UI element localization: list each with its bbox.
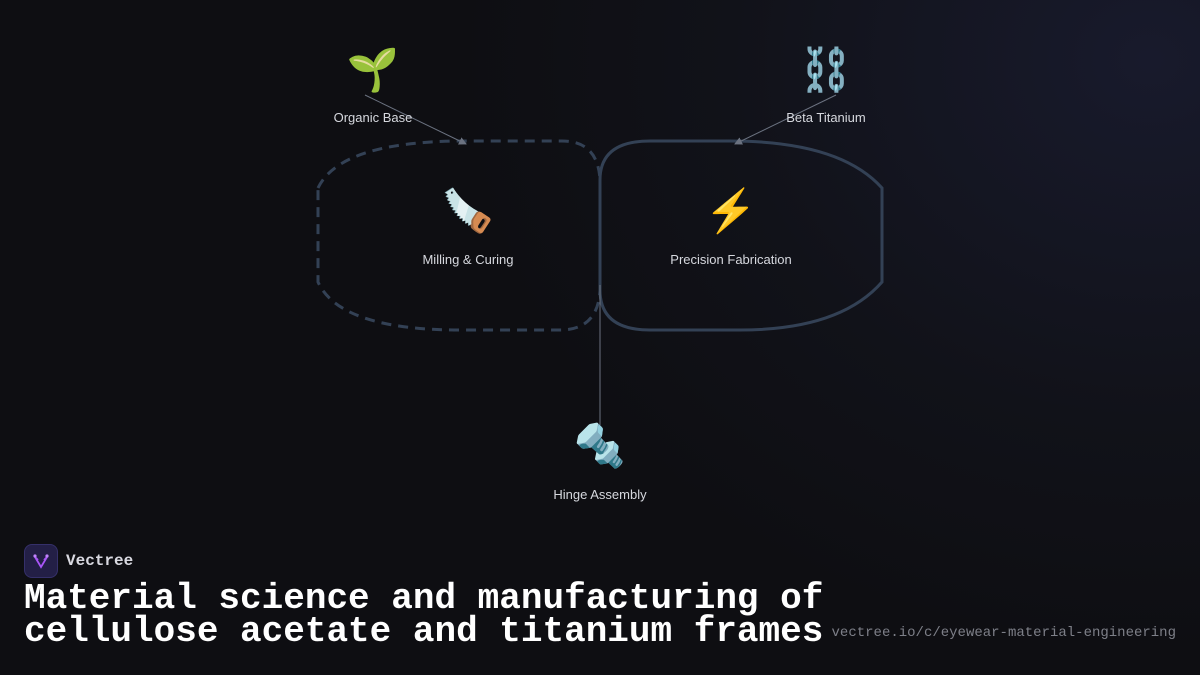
brand-name: Vectree: [66, 552, 134, 570]
nut-and-bolt-icon: 🔩: [573, 422, 627, 469]
seedling-icon: 🌱: [346, 46, 400, 93]
source-url[interactable]: vectree.io/c/eyewear-material-engineerin…: [831, 625, 1176, 641]
node-organic-base[interactable]: 🌱 Organic Base: [334, 45, 413, 125]
edge-titanium-fabrication: [734, 94, 837, 145]
saw-icon: 🪚: [441, 187, 495, 234]
node-label: Hinge Assembly: [553, 487, 647, 502]
node-label: Organic Base: [333, 110, 413, 125]
title-line-2: cellulose acetate and titanium frames: [24, 611, 824, 652]
brand: Vectree: [24, 544, 133, 578]
lightning-icon: ⚡: [704, 187, 758, 234]
title-line-1: Material science and manufacturing of: [24, 578, 824, 619]
right-lens-outline: [598, 139, 884, 332]
node-label: Beta Titanium: [786, 110, 866, 125]
node-milling-curing[interactable]: 🪚 Milling & Curing: [422, 186, 513, 267]
node-hinge-assembly[interactable]: 🔩 Hinge Assembly: [553, 421, 646, 502]
node-label: Precision Fabrication: [670, 252, 792, 267]
vectree-logo-icon: [24, 544, 58, 578]
node-beta-titanium[interactable]: ⛓️ Beta Titanium: [786, 45, 866, 125]
chain-icon: ⛓️: [799, 46, 853, 93]
edge-organic-milling: [364, 94, 467, 145]
node-precision-fabrication[interactable]: ⚡ Precision Fabrication: [670, 186, 791, 267]
node-label: Milling & Curing: [422, 252, 514, 267]
page-title: Material science and manufacturing of ce…: [24, 578, 824, 652]
